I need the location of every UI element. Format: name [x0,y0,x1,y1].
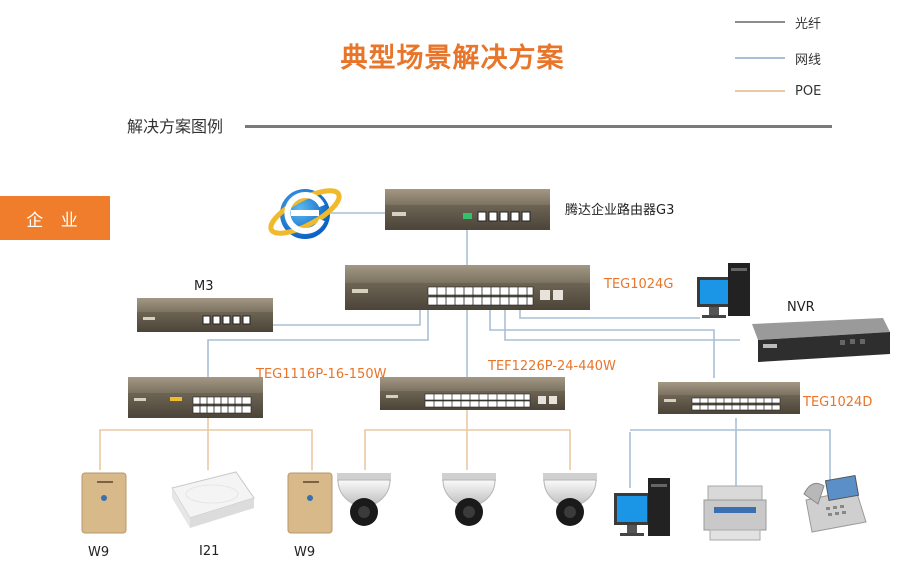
label-switch-3: TEG1024D [803,395,873,410]
poe-switch-1-device [128,377,263,418]
label-w9-left: W9 [88,545,110,560]
dome-camera-1 [337,473,391,526]
legend-cable-label: 网线 [795,52,822,68]
poe-w9-right [208,429,313,470]
line-switch3-phone [736,429,831,488]
label-i21: I21 [199,544,220,559]
poe-lines [99,408,571,470]
label-core-switch: TEG1024G [604,277,674,292]
cable-lines [207,212,831,488]
line-core-poe1 [207,308,429,378]
internet-icon [268,188,342,239]
i21-ap [171,471,255,528]
legend-poe: POE [735,81,821,101]
subtitle-divider [245,125,832,128]
label-nvr: NVR [787,300,815,315]
label-poe-switch-1: TEG1116P-16-150W [256,367,387,382]
page-title: 典型场景解决方案 [340,43,565,74]
desktop-pc-icon [697,263,750,318]
legend-fiber: 光纤 [735,12,821,32]
poe-cam-1 [364,408,468,470]
phone-icon [803,474,867,533]
w9-right-ap [287,472,333,534]
line-m3-core [273,306,421,326]
w9-left-ap [81,472,127,534]
legend-fiber-label: 光纤 [795,16,822,32]
poe-cam-3 [467,429,571,470]
legend-poe-label: POE [795,83,822,99]
line-core-pc [519,308,700,319]
line-core-nvr [504,308,740,341]
legend-cable: 网线 [735,48,821,68]
router-g3-device [385,189,550,230]
legend-fiber-line [735,21,785,23]
dome-camera-2 [442,473,496,526]
core-switch-device [345,265,590,310]
label-w9-right: W9 [294,545,316,560]
m3-device [137,298,273,332]
poe-switch-2-device [380,377,565,410]
line-core-switch3 [489,308,715,378]
desktop-pc-bottom-icon [614,478,670,536]
label-poe-switch-2: TEF1226P-24-440W [488,359,616,374]
poe-w9-left [99,418,209,470]
nvr-device [752,318,890,362]
legend-poe-line [735,90,785,92]
section-subtitle: 解决方案图例 [127,117,224,136]
printer-icon [703,485,767,541]
legend-cable-line [735,57,785,59]
label-m3: M3 [194,279,214,294]
dome-camera-3 [543,473,597,526]
switch-3-device [658,382,800,414]
line-switch3-branch [630,418,737,431]
label-router-g3: 腾达企业路由器G3 [565,203,675,218]
scenario-tag: 企 业 [0,196,110,240]
